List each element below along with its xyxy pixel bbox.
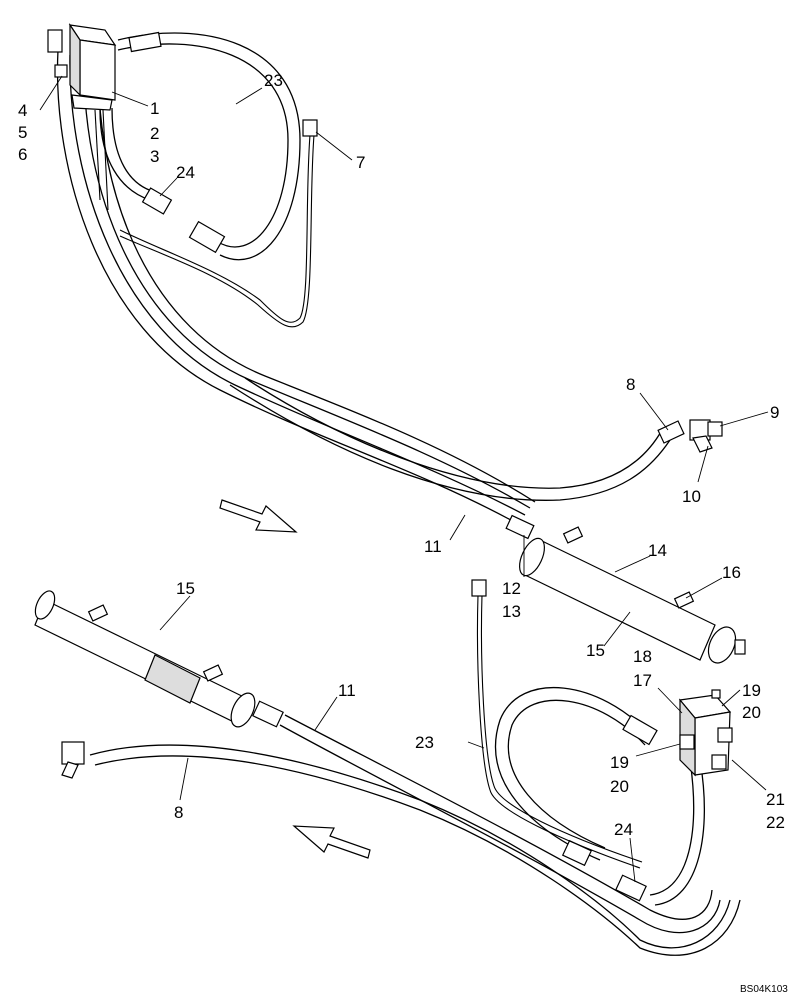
callout-23-top: 23 <box>264 71 283 90</box>
callout-9: 9 <box>770 403 779 422</box>
callout-23-bottom: 23 <box>415 733 434 752</box>
callout-3: 3 <box>150 147 159 166</box>
top-assembly <box>47 23 746 664</box>
callout-16: 16 <box>722 563 741 582</box>
callout-17: 17 <box>633 671 652 690</box>
hose-8-top <box>229 377 685 501</box>
leader-lines <box>39 75 769 883</box>
callout-8-top: 8 <box>626 375 635 394</box>
wire-harness-7 <box>119 119 318 328</box>
loop-hose-23 <box>117 31 301 261</box>
callout-14: 14 <box>648 541 667 560</box>
callout-24-bottom: 24 <box>614 820 633 839</box>
long-hose-11-top <box>56 49 536 526</box>
callout-4: 4 <box>18 101 27 120</box>
callout-10: 10 <box>682 487 701 506</box>
valve-block-top <box>47 23 117 211</box>
cylinder-15 <box>34 590 284 728</box>
callout-2: 2 <box>150 124 159 143</box>
callout-1: 1 <box>150 99 159 118</box>
callout-21: 21 <box>766 790 785 809</box>
flow-direction-arrow-left <box>292 825 371 859</box>
loop-hose-bottom <box>494 687 658 867</box>
hose-8-bottom <box>61 741 741 956</box>
callout-18: 18 <box>633 647 652 666</box>
callout-6: 6 <box>18 145 27 164</box>
callout-11-top: 11 <box>424 537 442 556</box>
callout-7: 7 <box>356 153 365 172</box>
callout-19-left: 19 <box>610 753 629 772</box>
callout-11-bottom: 11 <box>338 681 356 700</box>
callout-8-bottom: 8 <box>174 803 183 822</box>
figure-code: BS04K103 <box>740 984 788 995</box>
callout-24-top: 24 <box>176 163 195 182</box>
callout-5: 5 <box>18 123 27 142</box>
flow-direction-arrow-right <box>219 499 298 533</box>
hose-24-bottom <box>615 759 705 906</box>
callout-22: 22 <box>766 813 785 832</box>
wire-harness-23-bottom <box>471 579 643 869</box>
callout-19-right: 19 <box>742 681 761 700</box>
elbow-fitting-9-10 <box>689 419 723 453</box>
bottom-assembly <box>34 579 741 956</box>
callout-labels: 4 5 6 1 2 3 24 23 7 8 9 10 11 12 13 14 1… <box>18 71 788 995</box>
callout-12: 12 <box>502 579 521 598</box>
long-hose-11-bottom <box>279 714 721 934</box>
callout-15-right: 15 <box>586 641 605 660</box>
callout-20-left: 20 <box>610 777 629 796</box>
cylinder-14 <box>505 514 746 664</box>
callout-20-right: 20 <box>742 703 761 722</box>
hose-24-top <box>99 107 173 215</box>
callout-13: 13 <box>502 602 521 621</box>
valve-block-bottom <box>678 689 733 777</box>
callout-15-left: 15 <box>176 579 195 598</box>
